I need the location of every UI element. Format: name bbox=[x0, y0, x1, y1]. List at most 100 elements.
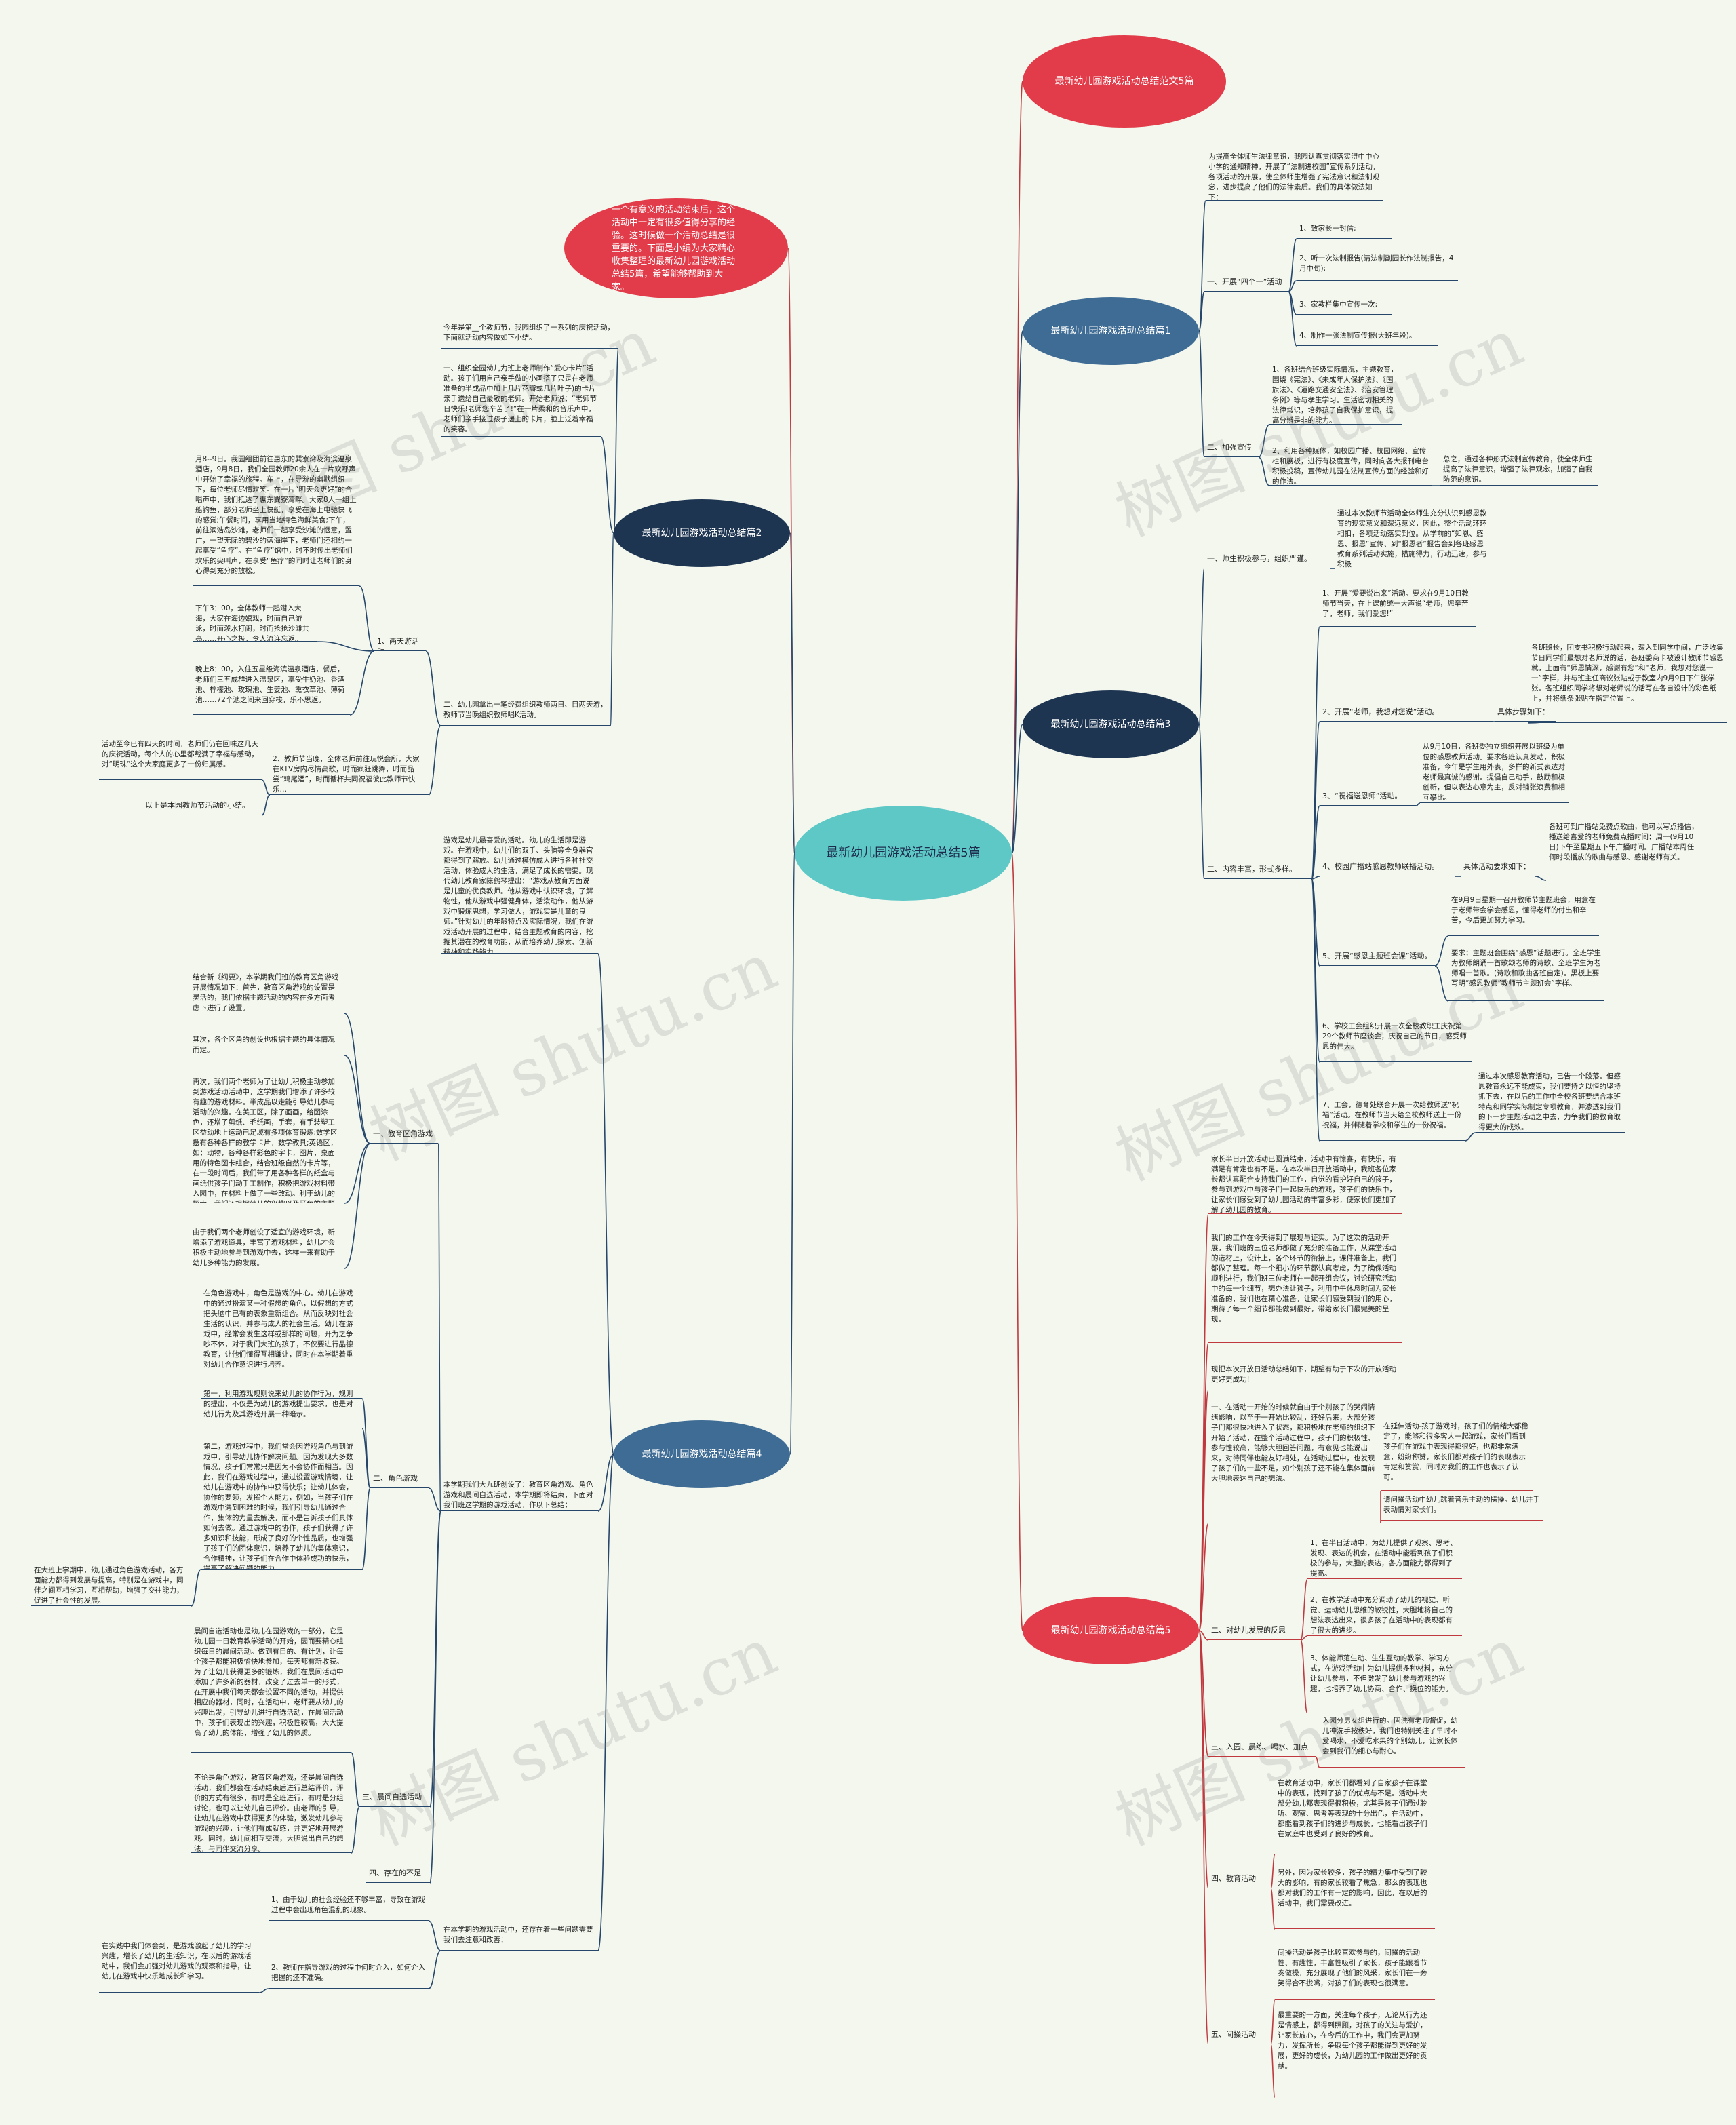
connector bbox=[428, 1950, 441, 1989]
connector bbox=[1258, 424, 1270, 458]
connector bbox=[1011, 330, 1023, 854]
summary-2-sub-2[interactable]: 2、教师节当晚，全体老师前往玩悦会所，大家在KTV房内尽情高歌，时而疯狂跳舞，时… bbox=[270, 753, 429, 795]
summary-4-overview: 本学期我们大九班创设了：教育区角游戏、角色游戏和晨间自选活动，本学期即将结束，下… bbox=[441, 1479, 598, 1511]
connector bbox=[1270, 1999, 1276, 2045]
connector bbox=[191, 1569, 201, 1607]
summary-5-section-4[interactable]: 四、教育活动 bbox=[1208, 1872, 1271, 1888]
summary-4-side-note: 在实践中我们体会到，是游戏激起了幼儿的学习兴趣，增长了幼儿的生活知识，在以后的游… bbox=[99, 1940, 259, 1993]
connector bbox=[1434, 965, 1449, 1002]
connector bbox=[1270, 2044, 1276, 2098]
branch-summary-2[interactable]: 最新幼儿园游戏活动总结篇2 bbox=[614, 499, 790, 567]
connector bbox=[1270, 1888, 1276, 1930]
connector bbox=[1288, 238, 1297, 292]
summary-5-detail: 在教育活动中，家长们都看到了自家孩子在课堂中的表现，找到了孩子的优点与不足。活动… bbox=[1275, 1777, 1435, 1854]
summary-3-section-1[interactable]: 一、师生积极参与，组织严谨。 bbox=[1204, 552, 1330, 568]
connector bbox=[344, 1013, 371, 1144]
connector bbox=[429, 1510, 441, 1884]
summary-5-section-5[interactable]: 五、间操活动 bbox=[1208, 2028, 1271, 2044]
summary-4-detail: 不论是角色游戏，教育区角游戏，还是晨间自选活动，我们都会在活动结束后进行总结评价… bbox=[191, 1772, 351, 1853]
summary-4-section-2[interactable]: 二、角色游戏 bbox=[370, 1472, 429, 1488]
summary-3-detail: 要求：主题班会围绕“感恩”话题进行。全班学生为教师朗诵一首歌颂老师的诗歌、全班学… bbox=[1448, 947, 1604, 1001]
summary-1-item: 2、听一次法制报告(请法制副园长作法制报告，4月中旬); bbox=[1297, 252, 1458, 281]
connector bbox=[359, 585, 375, 652]
connector bbox=[344, 1055, 371, 1144]
summary-1-section-2[interactable]: 二、加强宣传 bbox=[1204, 441, 1259, 457]
branch-summary-5[interactable]: 最新幼儿园游戏活动总结篇5 bbox=[1023, 1597, 1199, 1664]
summary-3-requirement: 具体活动要求如下： bbox=[1461, 860, 1535, 876]
summary-2-section-1[interactable]: 一、组织全园幼儿为班上老师制作“爱心卡片”活动。孩子们用自己亲手做的小画搭子只是… bbox=[441, 362, 601, 437]
branch-overview[interactable]: 最新幼儿园游戏活动总结范文5篇 bbox=[1023, 35, 1226, 128]
summary-5-item: 3、体能师范生动、生生互动的教学、学习方式，在游戏活动中为幼儿提供多种材料，充分… bbox=[1307, 1652, 1462, 1713]
summary-4-item: 1、由于幼儿的社会经验还不够丰富，导致在游戏过程中会出现角色混乱的现象。 bbox=[269, 1894, 429, 1921]
summary-1-paragraph: 1、各班结合班级实际情况，主题教育，围绕《宪法》、《未成年人保护法》、《国旗法》… bbox=[1269, 364, 1402, 425]
connector bbox=[1198, 1523, 1209, 1631]
summary-5-section-1[interactable]: 一、在活动一开始的时候就自由于个别孩子的哭闹情绪影响，以至于一开始比较乱，还好后… bbox=[1208, 1401, 1381, 1523]
summary-4-section-1[interactable]: 一、教育区角游戏 bbox=[370, 1127, 438, 1144]
summary-3-detail: 从9月10日，各班委独立组织开展以班级为单位的感恩教师活动。要求各班认真发动，积… bbox=[1420, 741, 1569, 803]
summary-1-section-1[interactable]: 一、开展“四个一”活动 bbox=[1204, 275, 1288, 292]
summary-1-item: 1、致家长一封信; bbox=[1297, 222, 1392, 239]
connector bbox=[600, 436, 614, 534]
connector bbox=[1198, 1630, 1209, 1641]
connector bbox=[613, 348, 619, 534]
summary-5-detail: 在延伸活动-孩子游戏时，孩子们的情绪大都稳定了，能够和很多客人一起游戏，家长们看… bbox=[1381, 1420, 1533, 1491]
summary-4-detail: 结合新《纲要》，本学期我们班的教育区角游戏开展情况如下：首先，教育区角游戏的设置… bbox=[190, 971, 344, 1013]
summary-4-item: 2、教师在指导游戏的过程中何时介入，如何介入把握的还不准确。 bbox=[269, 1962, 429, 1989]
connector bbox=[787, 248, 795, 854]
branch-summary-4[interactable]: 最新幼儿园游戏活动总结篇4 bbox=[614, 1420, 790, 1488]
branch-summary-3[interactable]: 最新幼儿园游戏活动总结篇3 bbox=[1023, 690, 1199, 758]
summary-4-detail: 第二，游戏过程中，我们常会因游戏角色与到游戏中，引导幼儿协作解决问题。因为发现大… bbox=[201, 1441, 362, 1570]
summary-2-detail: 晚上8：00，入住五星级海滨温泉酒店，餐后，老师们三五成群进入温泉区，享受牛奶池… bbox=[193, 663, 350, 715]
connector bbox=[1270, 1854, 1276, 1889]
connector bbox=[1288, 291, 1297, 347]
connector bbox=[361, 1428, 371, 1489]
connector bbox=[1198, 1630, 1209, 1757]
summary-3-paragraph: 通过本次教师节活动全体师生充分认识到感恩教育的现实意义和深远意义，因此，整个活动… bbox=[1335, 507, 1491, 568]
connector bbox=[1011, 724, 1023, 854]
summary-3-detail: 通过本次感恩教育活动，已告一个段落。但感恩教育永远不能成束，我们要持之以恒的坚持… bbox=[1476, 1070, 1625, 1133]
summary-5-detail: 最重要的一方面，关注每个孩子，无论从行为还是情感上，都得到照顾，对孩子的关注与爱… bbox=[1275, 2009, 1435, 2097]
summary-1-intro: 为提高全体师生法律意识，我园认真贯彻落实浔中中心小学的通知精神，开展了“法制进校… bbox=[1206, 151, 1383, 201]
summary-5-paragraph: 家长半日开放活动已圆满结束，活动中有惊喜，有快乐，有满足有肯定也有不足。在本次半… bbox=[1208, 1153, 1402, 1214]
summary-4-detail: 晨间自选活动也是幼儿在园游戏的一部分，它是幼儿园一日教育教学活动的开始，因而要精… bbox=[191, 1625, 351, 1753]
summary-5-section-2[interactable]: 二、对幼儿发展的反思 bbox=[1208, 1624, 1301, 1640]
summary-3-section-2[interactable]: 二、内容丰富，形式多样。 bbox=[1204, 863, 1311, 879]
connector bbox=[1311, 878, 1320, 1142]
connector bbox=[261, 794, 271, 816]
connector bbox=[344, 1143, 371, 1269]
summary-4-section-3[interactable]: 三、晨间自选活动 bbox=[359, 1791, 430, 1807]
summary-4-detail: 在角色游戏中，角色是游戏的中心。幼儿在游戏中的通过扮演某一种假想的角色，以假想的… bbox=[201, 1287, 362, 1399]
connector bbox=[1300, 1578, 1308, 1641]
connector bbox=[437, 1143, 441, 1512]
connector bbox=[1198, 330, 1205, 458]
summary-1-item: 3、家教栏集中宣传一次; bbox=[1297, 298, 1392, 315]
summary-4-detail: 由于我们两个老师创设了适宜的游戏环境，新增添了游戏道具，丰富了游戏材料，幼儿才会… bbox=[190, 1226, 344, 1268]
summary-5-paragraph: 我们的工作在今天得到了展现与证实。为了这次的活动开展，我们班的三位老师都做了充分… bbox=[1208, 1232, 1402, 1343]
connector bbox=[361, 1487, 371, 1570]
connector bbox=[361, 1398, 371, 1489]
summary-5-detail: 间操活动是孩子比较喜欢参与的，间操的活动性、有趣性，丰富性吸引了家长，孩子能跟着… bbox=[1275, 1947, 1435, 2000]
branch-summary-1[interactable]: 最新幼儿园游戏活动总结篇1 bbox=[1023, 297, 1199, 365]
summary-3-detail: 各班可到广播站免费点歌曲，也可以写点播信，播送给喜爱的老师免费点播时间：周一(9… bbox=[1546, 821, 1702, 880]
connector bbox=[1535, 876, 1547, 881]
summary-2-section-2[interactable]: 二、幼儿园拿出一笔经费组织教师两日、目两天游，教师节当晚组织教师唱K活动。 bbox=[441, 699, 610, 726]
summary-5-paragraph: 现把本次开放日活动总结如下，期望有助于下次的开放活动更好更成功! bbox=[1208, 1363, 1402, 1390]
summary-2-sub-1[interactable]: 1、两天游活动。 bbox=[374, 635, 426, 651]
connector bbox=[1315, 1756, 1320, 1768]
root-topic[interactable]: 最新幼儿园游戏活动总结5篇 bbox=[795, 806, 1012, 901]
connector bbox=[317, 641, 375, 652]
summary-5-item: 2、在教学活动中充分调动了幼儿的视觉、听觉、运动幼儿思维的敏锐性，大胆地将自己的… bbox=[1307, 1594, 1462, 1636]
summary-5-section-3[interactable]: 三、入园、晨练、喝水、加点 bbox=[1208, 1740, 1316, 1757]
connector bbox=[1434, 935, 1449, 967]
summary-3-item: 1、开展“爱要说出来”活动。要求在9月10日教师节当天，在上课前统一大声说“老师… bbox=[1320, 587, 1476, 627]
summary-4-detail: 其次，各个区角的创设也根据主题的具体情况而定。 bbox=[190, 1034, 344, 1055]
connector bbox=[1258, 456, 1270, 486]
summary-3-item: 5、开展“感恩主题班会课”活动。 bbox=[1320, 950, 1435, 966]
connector bbox=[349, 650, 375, 716]
summary-3-item: 2、开展“老师，我想对您说”活动。 bbox=[1320, 705, 1493, 722]
connector bbox=[1311, 876, 1320, 880]
summary-4-section-4[interactable]: 四、存在的不足 bbox=[366, 1867, 430, 1883]
connector bbox=[1011, 853, 1023, 1631]
